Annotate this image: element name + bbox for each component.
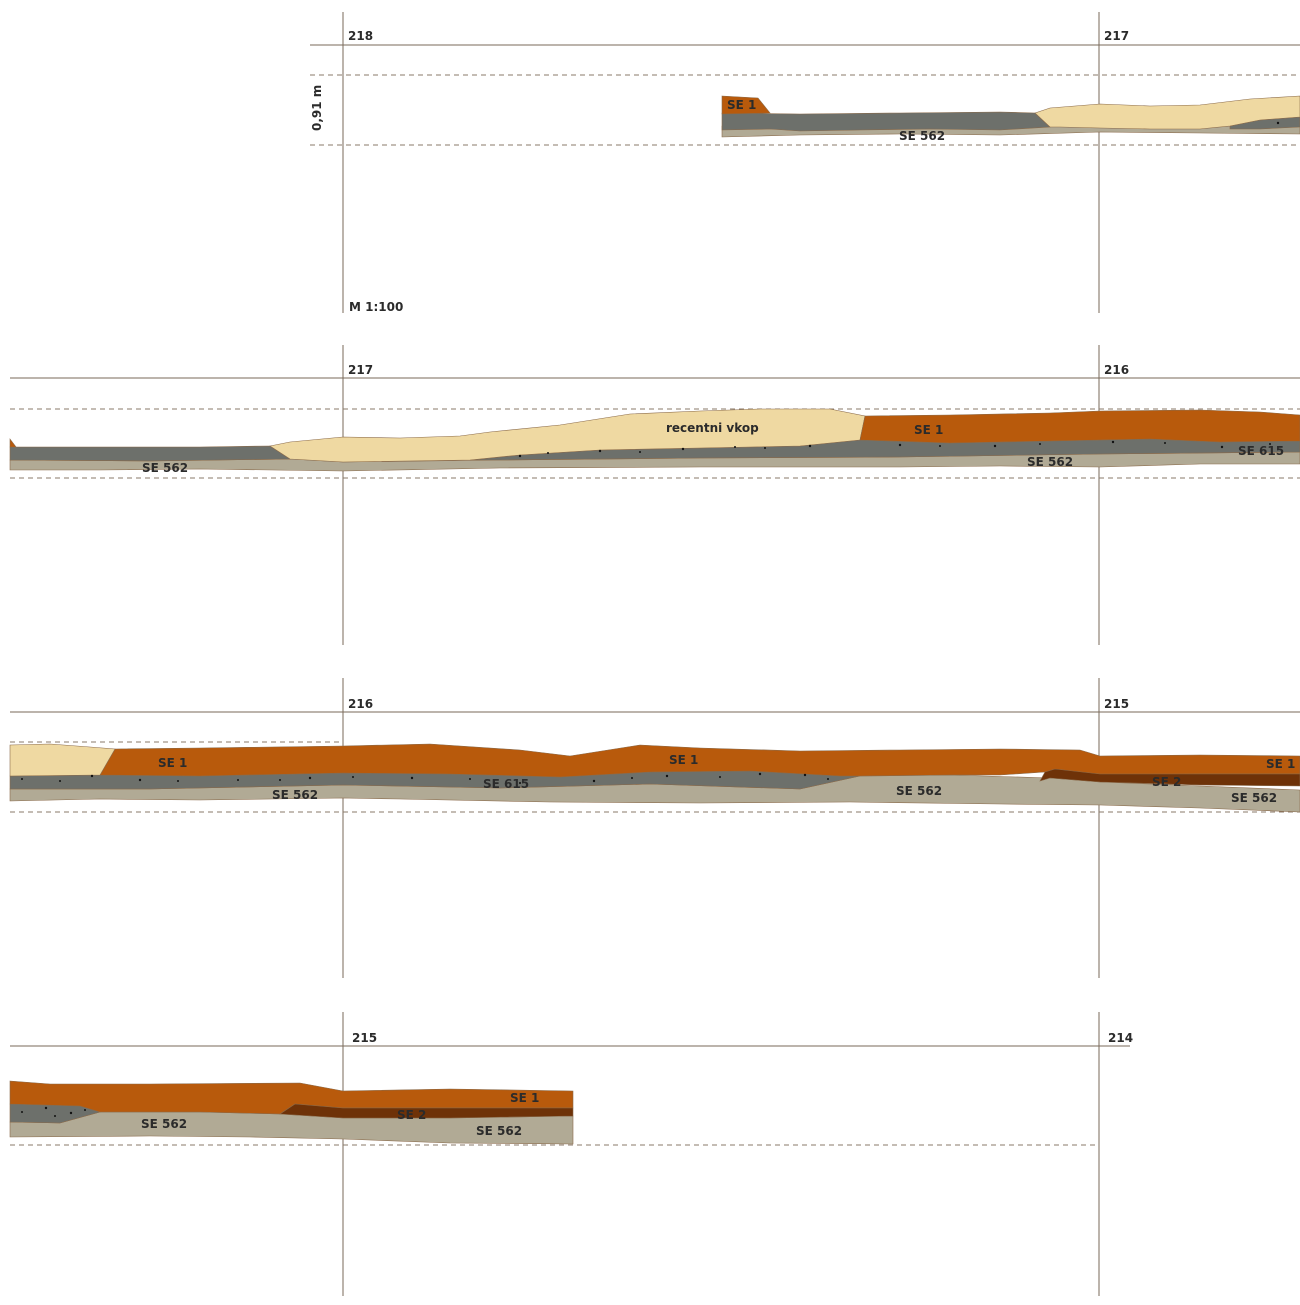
layer-label: SE 1 [914, 423, 943, 437]
charcoal-dots [21, 772, 829, 784]
profile-row-217-216: 217 216 SE 562 recentni vkop SE 1 SE 562… [9, 345, 1300, 645]
layer-label: SE 562 [142, 461, 188, 475]
layer-label: SE 562 [899, 129, 945, 143]
layer-se2 [1039, 768, 1300, 787]
layer-recent-fill [9, 743, 116, 777]
layer-label: SE 1 [158, 756, 187, 770]
layer-label: SE 562 [896, 784, 942, 798]
station-label: 216 [348, 697, 373, 711]
layer-recent-fill [269, 408, 866, 463]
layer-se615 [721, 111, 1051, 132]
profile-row-218-217: 218 217 M 1:100 0,91 m SE 1 SE 562 [310, 12, 1300, 314]
station-label: 216 [1104, 363, 1129, 377]
station-label: 217 [1104, 29, 1129, 43]
layer-se1 [721, 95, 771, 115]
layer-label: SE 1 [727, 98, 756, 112]
layer-recent-fill [1034, 95, 1300, 130]
profile-row-216-215: 216 215 SE 1 SE 562 SE 615 SE 1 SE 562 S… [9, 678, 1300, 978]
layer-label: SE 2 [397, 1108, 426, 1122]
layer-label: SE 615 [1238, 444, 1284, 458]
layer-label: SE 1 [1266, 757, 1295, 771]
charcoal-dots [21, 1106, 86, 1117]
layer-label: SE 1 [510, 1091, 539, 1105]
layer-label: SE 1 [669, 753, 698, 767]
profile-row-215-214: 215 214 SE 562 SE 2 SE 1 SE 562 [9, 1012, 1133, 1296]
layer-label: SE 562 [476, 1124, 522, 1138]
charcoal-dot [1276, 121, 1280, 125]
station-label: 215 [1104, 697, 1129, 711]
layer-se1 [99, 743, 1300, 778]
layer-label: SE 562 [141, 1117, 187, 1131]
layer-label: SE 562 [1027, 455, 1073, 469]
station-label: 218 [348, 29, 373, 43]
station-label: 217 [348, 363, 373, 377]
layer-label: SE 2 [1152, 775, 1181, 789]
station-label: 214 [1108, 1031, 1133, 1045]
layer-label: SE 562 [1231, 791, 1277, 805]
station-label: 215 [352, 1031, 377, 1045]
layer-label: SE 615 [483, 777, 529, 791]
layer-se1 [859, 409, 1300, 444]
height-label: 0,91 m [310, 85, 324, 131]
scale-label: M 1:100 [349, 300, 403, 314]
charcoal-dots [518, 440, 1271, 458]
layer-se615 [9, 445, 291, 462]
layer-label: SE 562 [272, 788, 318, 802]
layer-se2 [279, 1103, 574, 1119]
layer-label: recentni vkop [666, 421, 759, 435]
layer-se1 [9, 438, 17, 448]
